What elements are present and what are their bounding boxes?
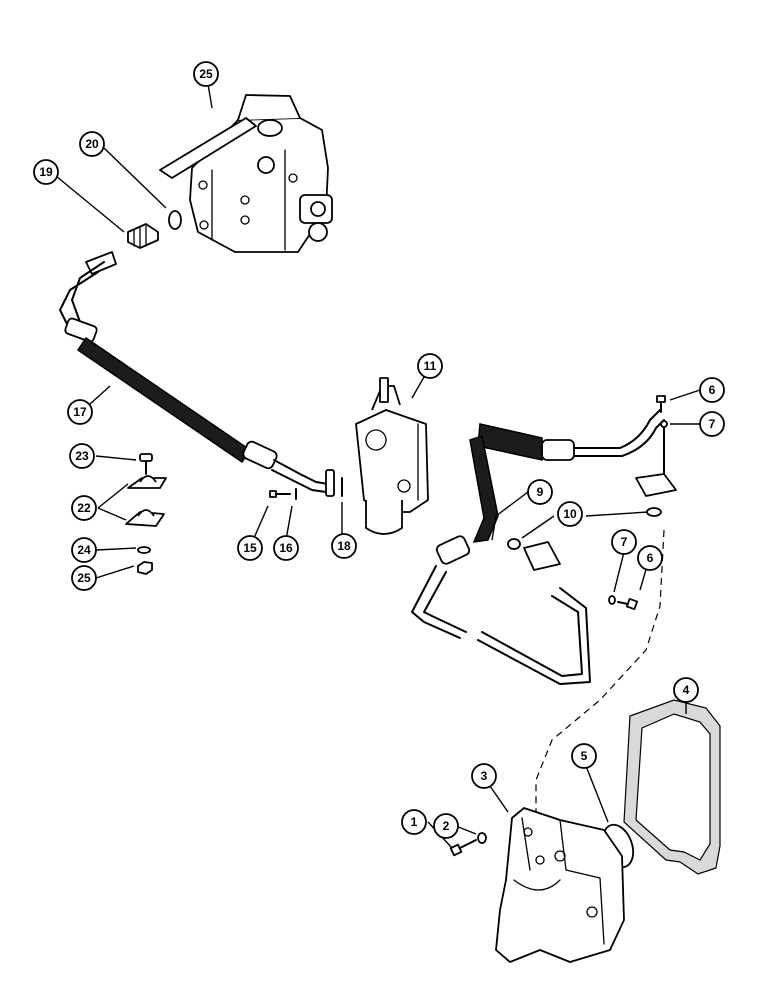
- callout-label: 20: [85, 137, 99, 151]
- nut-25: [137, 561, 153, 575]
- callout-label: 4: [683, 683, 690, 697]
- callout-label: 18: [337, 539, 351, 553]
- alignment-line: [535, 529, 665, 840]
- callout-label: 24: [77, 543, 91, 557]
- callout-label: 7: [709, 417, 716, 431]
- callout-label: 3: [481, 769, 488, 783]
- callout-label: 1: [411, 815, 418, 829]
- callout-label: 11: [424, 359, 437, 373]
- o-ring-10-left: [507, 538, 521, 550]
- gasket-4: [623, 699, 721, 875]
- callout-label: 15: [243, 541, 257, 555]
- callout-22: 22: [71, 495, 97, 521]
- callout-label: 9: [537, 485, 544, 499]
- callout-7-top: 7: [699, 411, 725, 437]
- callout-label: 5: [581, 749, 588, 763]
- callout-label: 16: [279, 541, 293, 555]
- washer-7-top: [660, 420, 668, 428]
- callout-6-right: 6: [637, 545, 663, 571]
- callout-4: 4: [673, 677, 699, 703]
- callout-label: 17: [73, 405, 87, 419]
- callout-label: 22: [77, 501, 91, 515]
- callout-3: 3: [471, 763, 497, 789]
- bolt-15: [269, 490, 291, 498]
- callout-10: 10: [557, 501, 583, 527]
- o-ring-20: [168, 210, 182, 230]
- callout-label: 2: [443, 819, 450, 833]
- callout-label: 10: [563, 507, 577, 521]
- callout-16: 16: [273, 535, 299, 561]
- callout-9: 9: [527, 479, 553, 505]
- callout-5: 5: [571, 743, 597, 769]
- callout-15: 15: [237, 535, 263, 561]
- washer-7-right: [608, 595, 616, 605]
- bolt-23: [139, 453, 153, 475]
- callout-25: 25: [71, 565, 97, 591]
- callout-21: 25: [193, 61, 219, 87]
- hose-assembly-17: [59, 251, 335, 497]
- valve-11: [355, 377, 429, 535]
- callout-label: 6: [709, 383, 716, 397]
- callout-24: 24: [71, 537, 97, 563]
- hydraulic-pump: [159, 94, 333, 253]
- washer-24: [137, 546, 151, 554]
- callout-label: 25: [199, 67, 213, 81]
- fitting-19: [127, 223, 159, 249]
- tube-assembly-9: [411, 409, 677, 685]
- callout-label: 25: [77, 571, 91, 585]
- callout-label: 19: [39, 165, 53, 179]
- callout-label: 23: [75, 449, 89, 463]
- callout-11: 11: [417, 353, 443, 379]
- bolt-1: [449, 839, 477, 857]
- callout-label: 7: [621, 535, 628, 549]
- bolt-6-top: [656, 395, 666, 413]
- o-ring-10-right: [646, 507, 662, 517]
- callout-2: 2: [433, 813, 459, 839]
- leader-lines: [55, 83, 702, 849]
- callout-19: 19: [33, 159, 59, 185]
- bolt-6-right: [617, 597, 639, 611]
- callout-17: 17: [67, 399, 93, 425]
- callout-1: 1: [401, 809, 427, 835]
- washer-2: [477, 832, 487, 844]
- housing-3: [495, 807, 625, 963]
- callout-label: 6: [647, 551, 654, 565]
- callout-6-top: 6: [699, 377, 725, 403]
- callout-20: 20: [79, 131, 105, 157]
- callout-23: 23: [69, 443, 95, 469]
- callout-18: 18: [331, 533, 357, 559]
- clamps-22: [125, 475, 167, 527]
- callout-7-right: 7: [611, 529, 637, 555]
